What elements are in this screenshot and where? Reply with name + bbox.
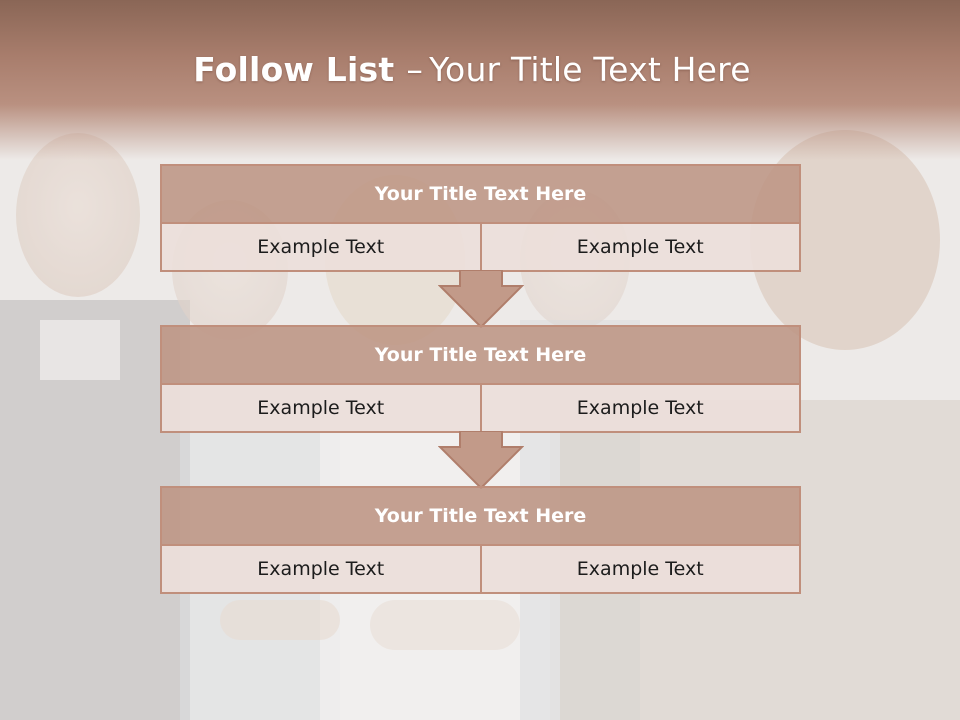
block-cell-left[interactable]: Example Text [257, 236, 385, 258]
block-title[interactable]: Your Title Text Here [162, 488, 799, 546]
block-title[interactable]: Your Title Text Here [162, 166, 799, 224]
block-row: Example Text Example Text [162, 224, 799, 270]
block-title[interactable]: Your Title Text Here [162, 327, 799, 385]
slide-title: Follow List–Your Title Text Here [0, 50, 944, 89]
list-block-3[interactable]: Your Title Text Here Example Text Exampl… [160, 486, 801, 594]
title-band [0, 0, 960, 160]
block-row: Example Text Example Text [162, 385, 799, 431]
down-arrow-icon [438, 431, 524, 489]
block-cell-right[interactable]: Example Text [479, 224, 800, 270]
block-cell-right[interactable]: Example Text [479, 385, 800, 431]
slide-title-rest: Your Title Text Here [429, 50, 751, 89]
block-cell-right[interactable]: Example Text [479, 546, 800, 592]
block-row: Example Text Example Text [162, 546, 799, 592]
block-cell-left[interactable]: Example Text [257, 558, 385, 580]
block-cell-left[interactable]: Example Text [257, 397, 385, 419]
slide-title-separator: – [406, 50, 424, 89]
list-block-2[interactable]: Your Title Text Here Example Text Exampl… [160, 325, 801, 433]
list-block-1[interactable]: Your Title Text Here Example Text Exampl… [160, 164, 801, 272]
slide-title-bold: Follow List [193, 50, 395, 89]
down-arrow-icon [438, 270, 524, 328]
